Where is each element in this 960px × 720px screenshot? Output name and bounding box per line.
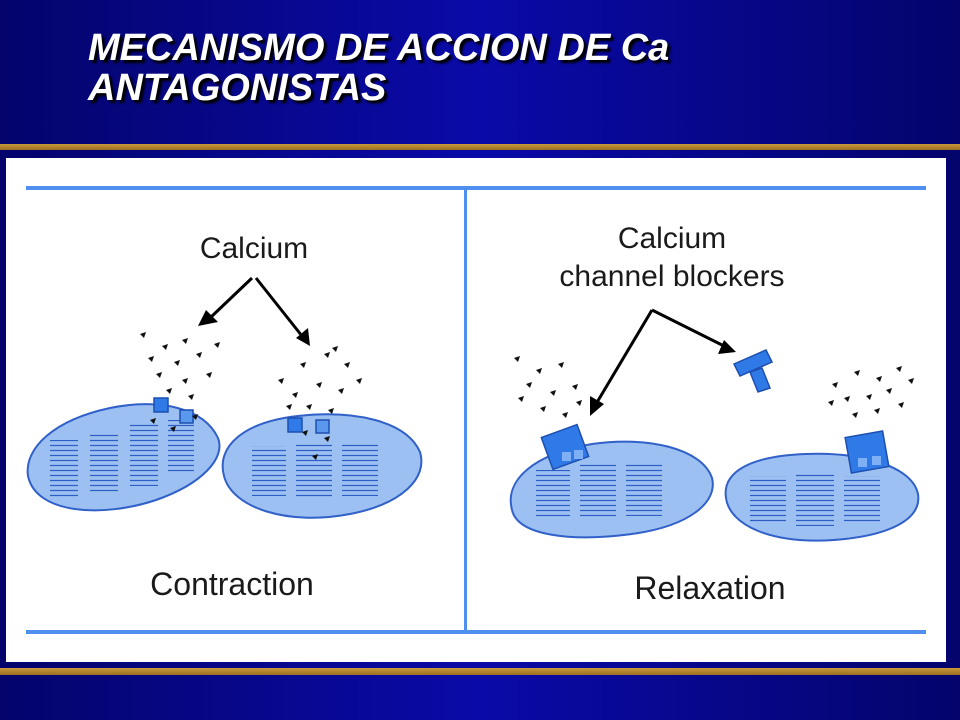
calcium-arrows bbox=[208, 276, 304, 337]
muscle-cell-relaxed-1 bbox=[509, 423, 714, 539]
panel-divider bbox=[464, 190, 467, 630]
calcium-channel-open bbox=[315, 419, 330, 434]
arrow-head-right bbox=[296, 328, 310, 346]
title-line-1: MECANISMO DE ACCION DE Ca bbox=[88, 27, 670, 69]
muscle-cell-relaxed-2 bbox=[724, 430, 920, 542]
calcium-label: Calcium bbox=[200, 232, 308, 265]
calcium-channel-open bbox=[179, 409, 194, 424]
free-blocker-molecule bbox=[732, 349, 774, 393]
calcium-channel-open bbox=[153, 397, 169, 413]
diagram-svg: Calcium Contraction bbox=[26, 186, 926, 634]
contraction-label: Contraction bbox=[150, 566, 314, 602]
relaxation-panel: Calcium channel blockers Relaxation bbox=[509, 222, 920, 606]
calcium-channel-open bbox=[287, 417, 303, 433]
arrow-head-right bbox=[718, 340, 736, 354]
relaxation-label: Relaxation bbox=[634, 570, 785, 606]
blocker-arrows bbox=[594, 308, 725, 405]
muscle-cell-contracted-2 bbox=[221, 413, 423, 519]
blocked-calcium-channel bbox=[844, 430, 890, 474]
muscle-cell-contracted-1 bbox=[26, 397, 221, 512]
slide-title: MECANISMO DE ACCION DE Ca ANTAGONISTAS bbox=[88, 28, 669, 108]
panel-bottom-line bbox=[26, 630, 926, 634]
contraction-panel: Calcium Contraction bbox=[26, 232, 423, 602]
calcium-ions bbox=[140, 332, 362, 460]
calcium-blockers-label-line-1: Calcium bbox=[618, 222, 726, 255]
gold-rule-bottom bbox=[0, 668, 960, 675]
calcium-ions bbox=[514, 356, 914, 418]
arrow-head-left bbox=[198, 310, 218, 326]
diagram-figure: Calcium Contraction bbox=[6, 158, 946, 662]
title-line-2: ANTAGONISTAS bbox=[88, 67, 387, 109]
panel-top-line bbox=[26, 186, 926, 190]
calcium-blockers-label-line-2: channel blockers bbox=[559, 260, 784, 293]
gold-rule-top bbox=[0, 144, 960, 150]
arrow-head-left bbox=[590, 396, 604, 416]
blocked-calcium-channel bbox=[540, 423, 590, 471]
